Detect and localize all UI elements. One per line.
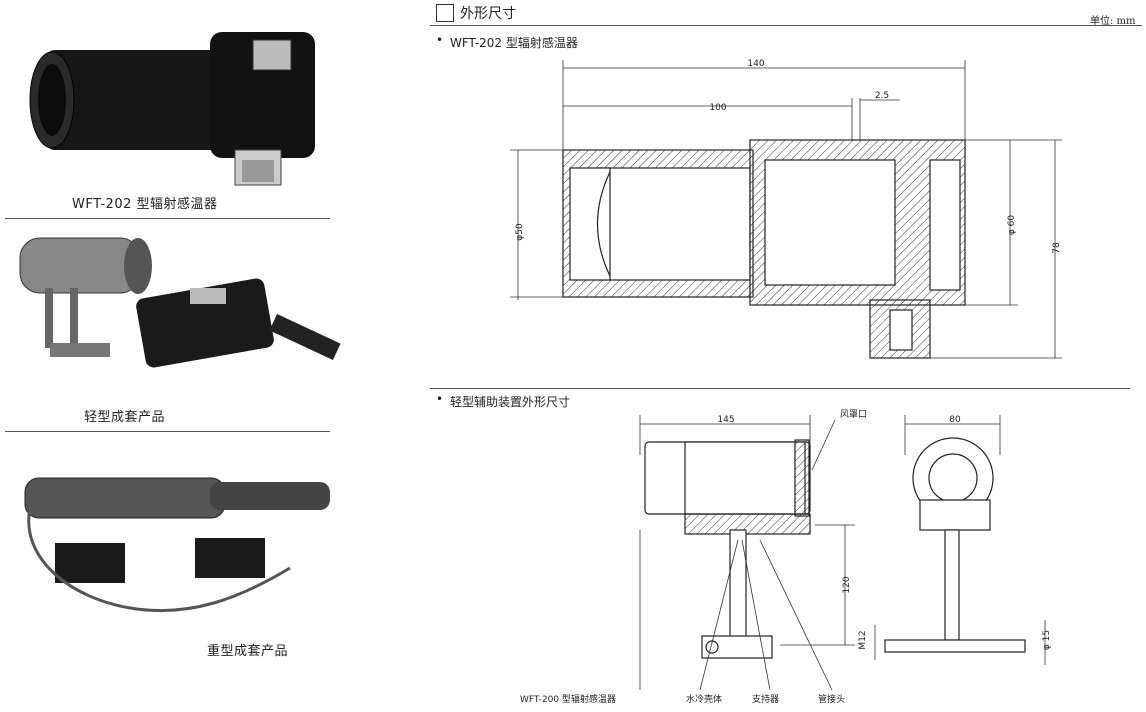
dim-phi15: φ 15 (1042, 630, 1052, 650)
section-rule (430, 388, 1130, 389)
divider (5, 431, 330, 432)
unit-label: 单位: mm (1090, 16, 1136, 27)
dim-phi60: φ 60 (1007, 215, 1017, 236)
header-title: 外形尺寸 (460, 6, 516, 22)
caption-heavy-set: 重型成套产品 (207, 644, 289, 659)
label-support: 支持器 (752, 693, 779, 705)
dim-145: 145 (717, 415, 734, 425)
label-pipe-joint: 管接头 (818, 693, 845, 705)
heavy-set-photo (24, 477, 330, 613)
caption-light-set: 轻型成套产品 (84, 410, 166, 425)
dim-100: 100 (709, 103, 726, 113)
dim-120: 120 (842, 576, 852, 593)
divider (5, 218, 330, 219)
caption-sensor: WFT-202 型辐射感温器 (72, 197, 218, 212)
dim-78: 78 (1052, 242, 1062, 254)
header-rule (430, 25, 1142, 26)
dim-m12: M12 (858, 630, 868, 649)
label-water-shell: 水冷壳体 (686, 693, 722, 705)
dim-80: 80 (949, 415, 961, 425)
header-checkbox (436, 4, 454, 22)
section1-bullet: • (436, 33, 444, 47)
section1-title: WFT-202 型辐射感温器 (450, 36, 578, 50)
label-wind-cover: 风罩口 (840, 409, 867, 420)
label-sensor: WFT-200 型辐射感温器 (520, 693, 616, 705)
section2-title: 轻型辅助装置外形尺寸 (450, 395, 571, 409)
dim-2-5: 2.5 (875, 91, 889, 101)
dim-phi50: φ50 (515, 223, 525, 241)
light-set-photo (19, 237, 341, 368)
sensor-photo (29, 32, 315, 186)
section2-bullet: • (436, 392, 444, 406)
dim-140: 140 (747, 59, 764, 69)
